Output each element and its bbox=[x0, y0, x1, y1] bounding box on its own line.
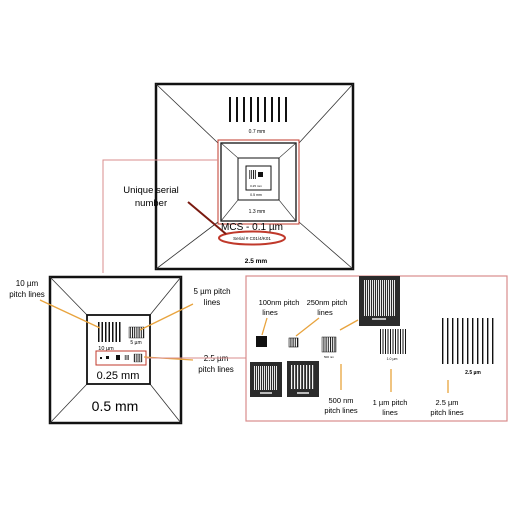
inner-label-10um: 10 µm bbox=[98, 346, 114, 352]
callout-2.5um-line2: pitch lines bbox=[198, 365, 234, 374]
top-chip-figure: 0.7 mm 1.3 mm 0.25 mm 0.5 mm MCS - 0.1 µ… bbox=[154, 82, 355, 271]
callout-10um-line2: pitch lines bbox=[9, 290, 45, 299]
grating-100nm-small bbox=[256, 336, 267, 347]
callout-100nm-line1: 100nm pitch bbox=[259, 298, 300, 307]
callout-1um-line1: 1 µm pitch bbox=[373, 398, 408, 407]
callout-2.5um-right-line2: pitch lines bbox=[430, 408, 464, 417]
top-grating-bars bbox=[229, 97, 287, 122]
inner-label-1um: 1.0 µm bbox=[387, 357, 398, 361]
serial-number: Serial # C01/4/K01 bbox=[233, 236, 271, 241]
connector-top-to-left bbox=[102, 159, 218, 273]
callout-500nm-line1: 500 nm bbox=[328, 396, 353, 405]
left-grating-5um bbox=[128, 326, 145, 339]
callout-250nm-line1: 250nm pitch bbox=[307, 298, 348, 307]
label-0.5mm: 0.5 mm bbox=[92, 398, 139, 414]
callout-100nm-line2: lines bbox=[262, 308, 278, 317]
top-diag-br bbox=[298, 221, 354, 270]
label-0.5mm-tiny: 0.5 mm bbox=[250, 193, 262, 197]
label-0.7mm: 0.7 mm bbox=[249, 129, 266, 135]
grating-250nm-small bbox=[288, 337, 299, 348]
left-grating-10um bbox=[98, 322, 121, 342]
inner-label-2.5um: 2.5 µm bbox=[465, 370, 481, 376]
callout-5um-line1: 5 µm pitch bbox=[193, 287, 230, 296]
grating-2.5um bbox=[442, 318, 494, 364]
top-core-frame bbox=[237, 157, 280, 201]
left-inner-frame bbox=[86, 314, 151, 385]
callout-500nm-line2: pitch lines bbox=[324, 406, 358, 415]
top-inner-frame bbox=[220, 142, 297, 222]
callout-serial-arrow bbox=[187, 201, 227, 235]
callout-250nm-line2: lines bbox=[317, 308, 333, 317]
grating-500nm bbox=[321, 336, 337, 353]
left-chip-figure: 10 µm 5 µm 0.25 mm 0.5 mm bbox=[48, 275, 183, 425]
top-innermost-frame bbox=[245, 165, 272, 191]
serial-ellipse bbox=[218, 230, 286, 246]
inner-label-500nm: 500 nm bbox=[324, 355, 335, 359]
inner-label-5um: 5 µm bbox=[130, 340, 141, 346]
callout-5um-line2: lines bbox=[204, 298, 220, 307]
leader-10um bbox=[39, 299, 101, 329]
chip-name: MCS - 0.1 µm bbox=[221, 222, 283, 233]
label-0.25mm: 0.25 mm bbox=[97, 370, 140, 382]
callout-serial-line1: Unique serial bbox=[123, 185, 178, 196]
top-diag-tr bbox=[298, 83, 354, 144]
callout-1um-line2: lines bbox=[382, 408, 398, 417]
leader-5um bbox=[139, 303, 194, 331]
label-0.25mm-tiny: 0.25 mm bbox=[250, 184, 262, 188]
label-2.5mm: 2.5 mm bbox=[245, 258, 268, 265]
callout-2.5um-right-line1: 2.5 µm bbox=[435, 398, 458, 407]
right-detail-panel: 100nm pitch lines 250nm pitch lines 500 … bbox=[245, 275, 508, 422]
callout-serial-line2: number bbox=[135, 198, 167, 209]
callout-10um-line1: 10 µm bbox=[16, 279, 39, 288]
top-diag-tl bbox=[155, 83, 219, 144]
top-diag-bl bbox=[155, 221, 219, 270]
label-1.3mm: 1.3 mm bbox=[249, 209, 266, 215]
top-tiny-grating-2 bbox=[258, 172, 263, 177]
top-tiny-grating-1 bbox=[249, 170, 256, 179]
grating-1um bbox=[380, 329, 406, 354]
